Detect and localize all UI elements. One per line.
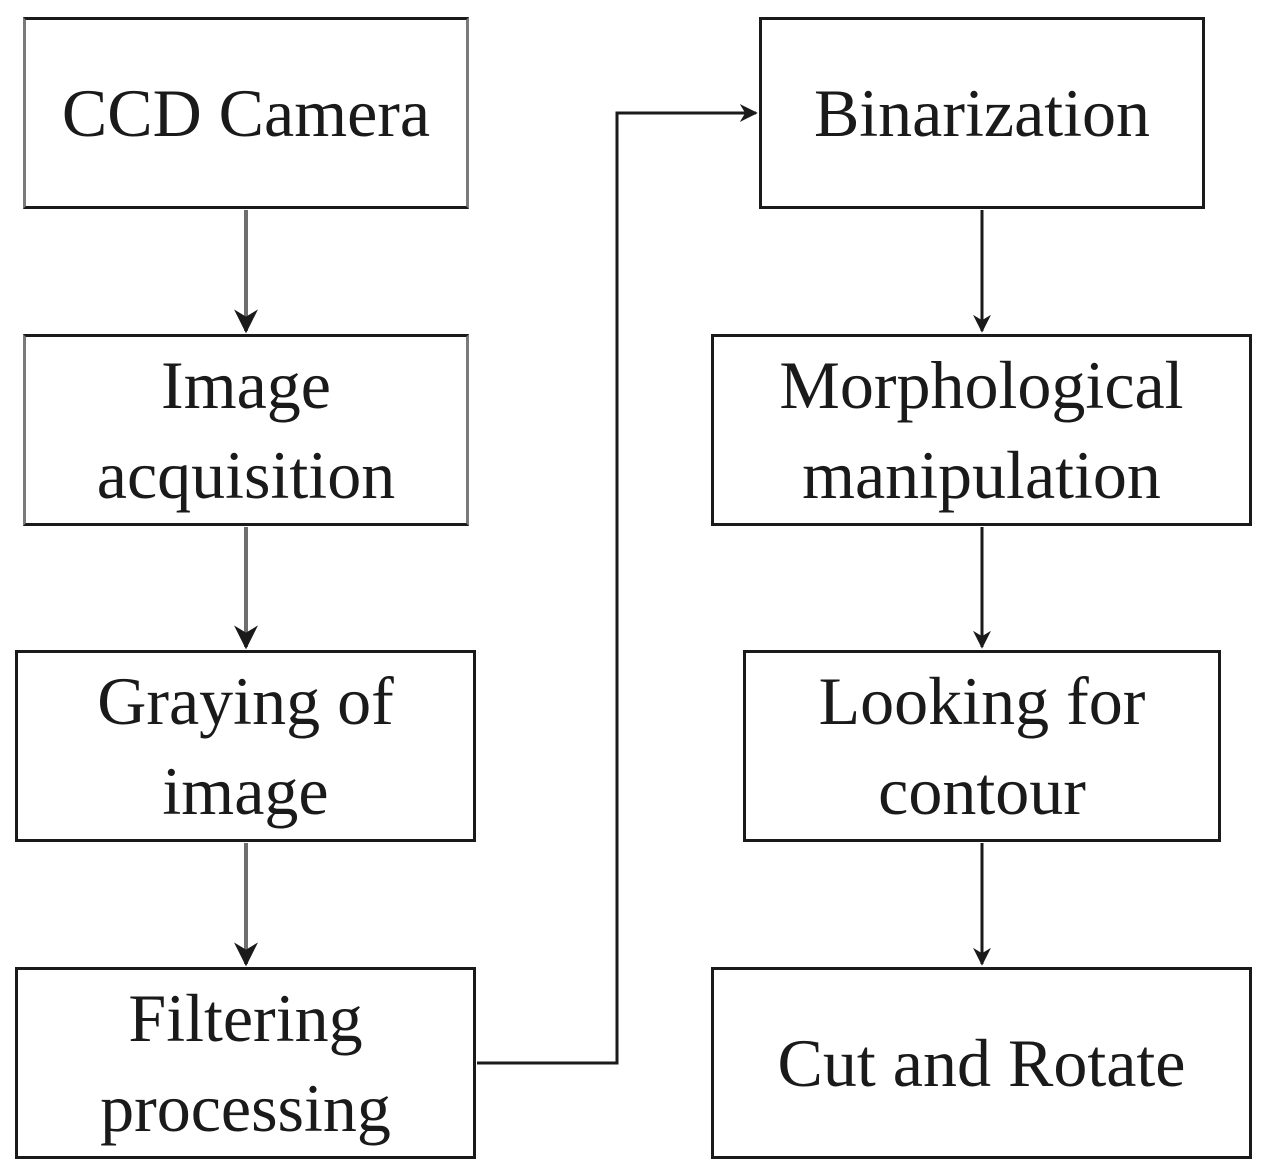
- step-label: CCD Camera: [61, 75, 431, 151]
- step-ccd-camera: CCD Camera: [23, 17, 469, 209]
- step-graying-of-image: Graying of image: [15, 650, 476, 842]
- step-label: Morphological manipulation: [779, 347, 1184, 513]
- step-image-acquisition: Image acquisition: [23, 334, 469, 526]
- step-label: Cut and Rotate: [777, 1025, 1186, 1101]
- step-label: Filtering processing: [100, 980, 391, 1146]
- step-label: Binarization: [813, 75, 1151, 151]
- step-looking-for-contour: Looking for contour: [743, 650, 1221, 842]
- step-label: Image acquisition: [96, 347, 396, 513]
- step-cut-and-rotate: Cut and Rotate: [711, 967, 1252, 1159]
- step-label: Looking for contour: [818, 663, 1146, 829]
- arrow-filtering-to-binarization: [477, 104, 758, 1065]
- step-filtering-processing: Filtering processing: [15, 967, 476, 1159]
- step-morphological-manipulation: Morphological manipulation: [711, 334, 1252, 526]
- step-label: Graying of image: [97, 663, 394, 829]
- step-binarization: Binarization: [759, 17, 1205, 209]
